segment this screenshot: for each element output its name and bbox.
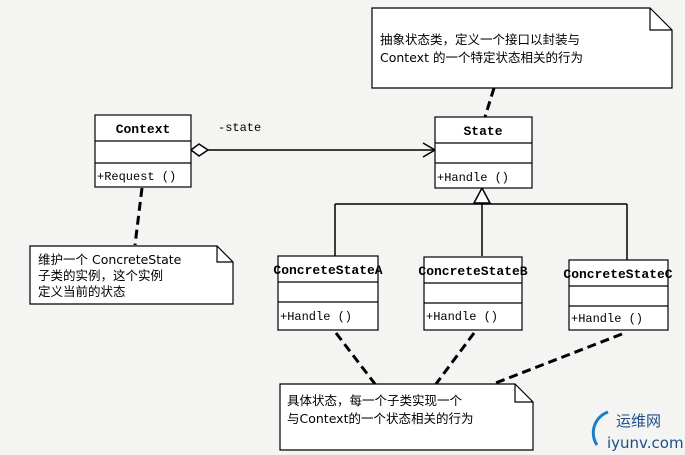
- class-concrete-state-a[interactable]: [277, 255, 379, 331]
- class-state[interactable]: [434, 116, 533, 189]
- context-class-name: Context: [116, 122, 171, 137]
- state-note-connector: [483, 87, 496, 118]
- concrete-b-operation: +Handle (): [426, 310, 498, 324]
- context-note: [29, 245, 234, 305]
- watermark-logo: 运维网 iyunv.com: [591, 410, 684, 452]
- concrete-note: [279, 383, 534, 451]
- concrete-b-class-name: ConcreteStateB: [418, 264, 527, 279]
- watermark-url: iyunv.com: [607, 434, 684, 452]
- state-class-name: State: [463, 124, 502, 139]
- context-note-line-1: 维护一个 ConcreteState: [38, 252, 182, 267]
- concrete-c-note-connector: [492, 332, 623, 386]
- association-label: -state: [218, 121, 261, 135]
- context-note-connector: [133, 187, 144, 246]
- concrete-a-class-name: ConcreteStateA: [273, 263, 382, 278]
- concrete-a-operation: +Handle (): [280, 310, 352, 324]
- state-operation: +Handle (): [437, 171, 509, 185]
- class-concrete-state-b[interactable]: [423, 256, 523, 331]
- context-operation: +Request (): [97, 170, 176, 184]
- context-note-line-2: 子类的实例，这个实例: [38, 268, 163, 283]
- concrete-a-note-connector: [334, 332, 377, 385]
- state-note-line-2: Context 的一个特定状态相关的行为: [380, 50, 583, 65]
- class-concrete-state-c[interactable]: [568, 259, 669, 331]
- state-note-line-1: 抽象状态类，定义一个接口以封装与: [380, 32, 580, 47]
- concrete-note-line-1: 具体状态，每一个子类实现一个: [287, 393, 463, 408]
- class-context[interactable]: [94, 114, 192, 188]
- context-note-line-3: 定义当前的状态: [38, 284, 126, 299]
- aggregation-diamond: [189, 143, 210, 157]
- watermark-arc-icon: [591, 410, 609, 446]
- inheritance-triangle: [472, 186, 492, 204]
- concrete-c-operation: +Handle (): [571, 312, 643, 326]
- concrete-note-line-2: 与Context的一个状态相关的行为: [287, 411, 473, 426]
- concrete-c-class-name: ConcreteStateC: [563, 267, 672, 282]
- state-note: [371, 7, 673, 89]
- concrete-b-note-connector: [434, 332, 476, 385]
- watermark-name: 运维网: [616, 412, 661, 430]
